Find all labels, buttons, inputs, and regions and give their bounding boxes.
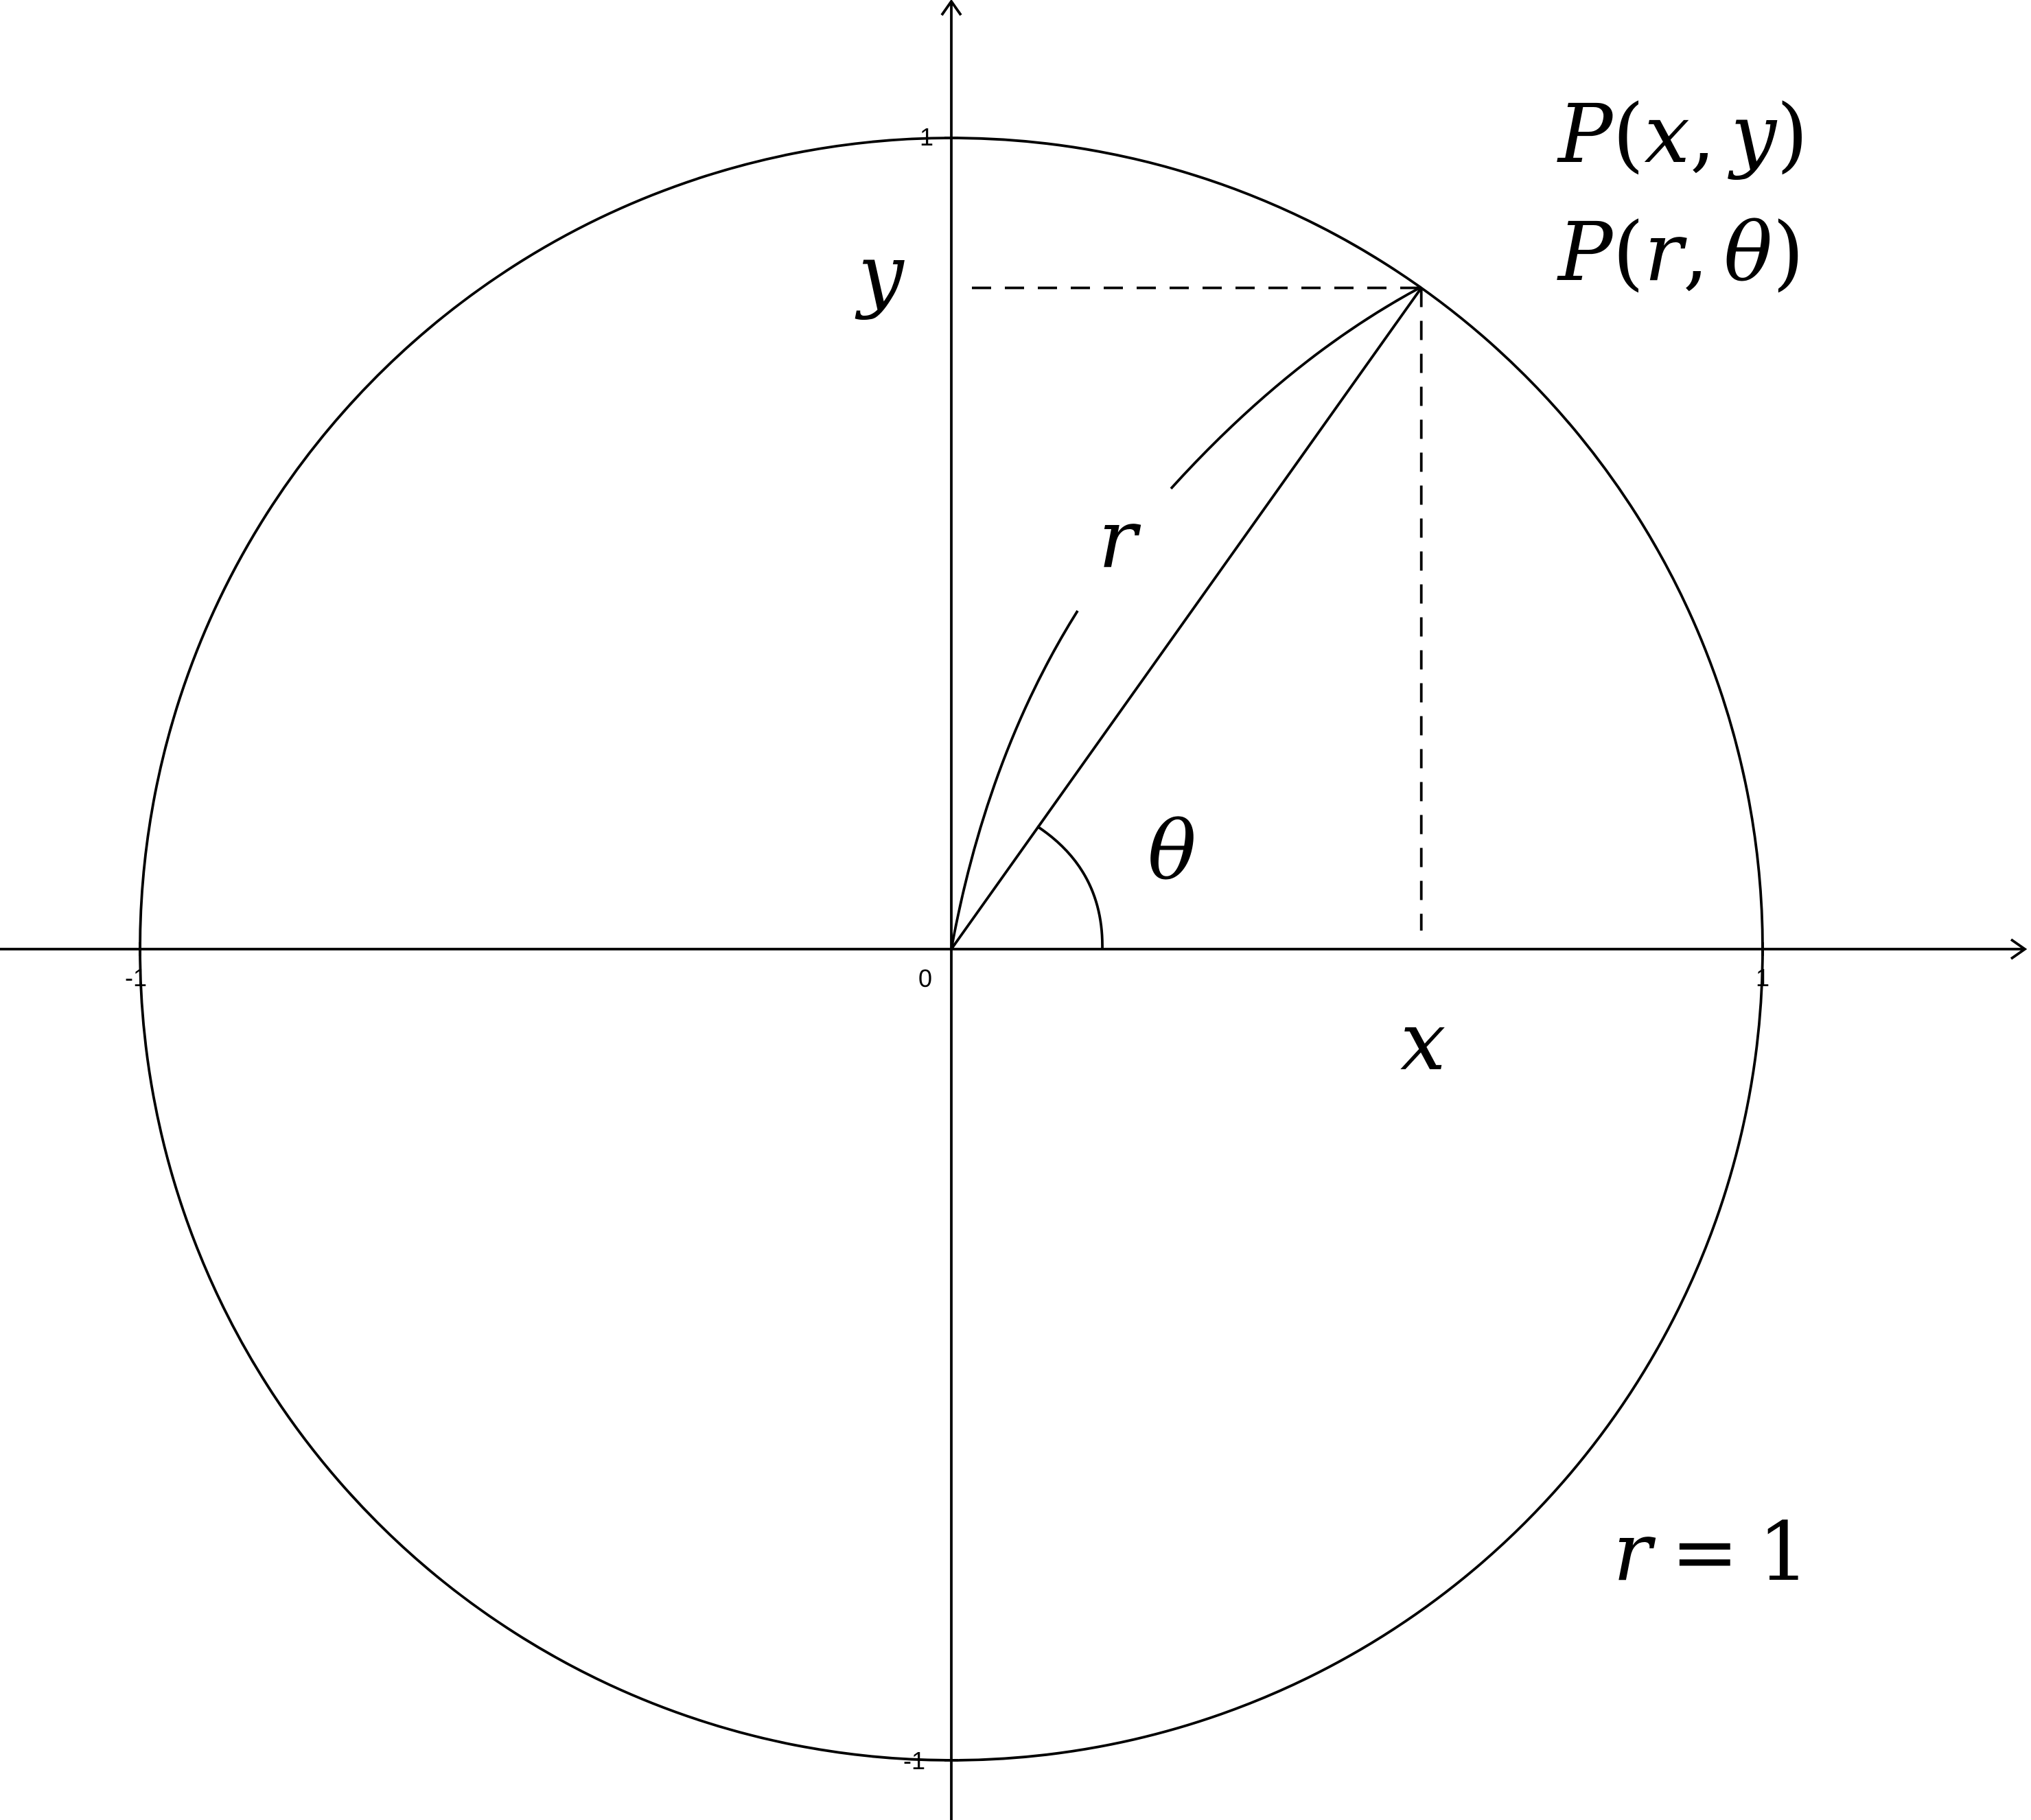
theta-var: θ <box>1724 205 1772 299</box>
y-tick-label-pos: 1 <box>920 123 933 151</box>
one-value: 1 <box>1758 1504 1809 1599</box>
theta-angle-arc <box>1036 825 1104 950</box>
y-coordinate-label: y <box>855 226 905 321</box>
equals-sign: = <box>1671 1504 1739 1599</box>
r-var: r <box>1644 205 1687 299</box>
origin-label: 0 <box>918 964 932 992</box>
p-letter: P <box>1557 205 1614 299</box>
x-var: x <box>1644 86 1690 181</box>
y-axis-arrow <box>940 0 962 16</box>
close-paren: ) <box>1776 86 1808 181</box>
r-arc-lower <box>950 609 1079 950</box>
p-letter: P <box>1557 86 1614 181</box>
x-axis-arrow <box>2010 938 2028 960</box>
x-tick-label-pos: 1 <box>1756 964 1769 992</box>
radius-equation-label: r=1 <box>1613 1504 1809 1599</box>
y-var: y <box>1728 86 1778 181</box>
x-tick-label-neg: -1 <box>125 964 147 992</box>
r-var: r <box>1613 1504 1656 1599</box>
y-tick-label-neg: -1 <box>903 1747 925 1775</box>
open-paren: ( <box>1612 205 1644 299</box>
r-length-label: r <box>1098 491 1141 586</box>
radius-segment <box>950 287 1423 950</box>
point-polar-label: P(r,θ) <box>1557 205 1804 299</box>
comma: , <box>1690 86 1716 181</box>
open-paren: ( <box>1612 86 1644 181</box>
r-arc-upper <box>1170 285 1422 490</box>
theta-angle-label: θ <box>1148 803 1196 898</box>
close-paren: ) <box>1772 205 1804 299</box>
comma: , <box>1683 205 1709 299</box>
x-coordinate-label: x <box>1400 994 1446 1088</box>
point-cartesian-label: P(x,y) <box>1557 86 1808 181</box>
